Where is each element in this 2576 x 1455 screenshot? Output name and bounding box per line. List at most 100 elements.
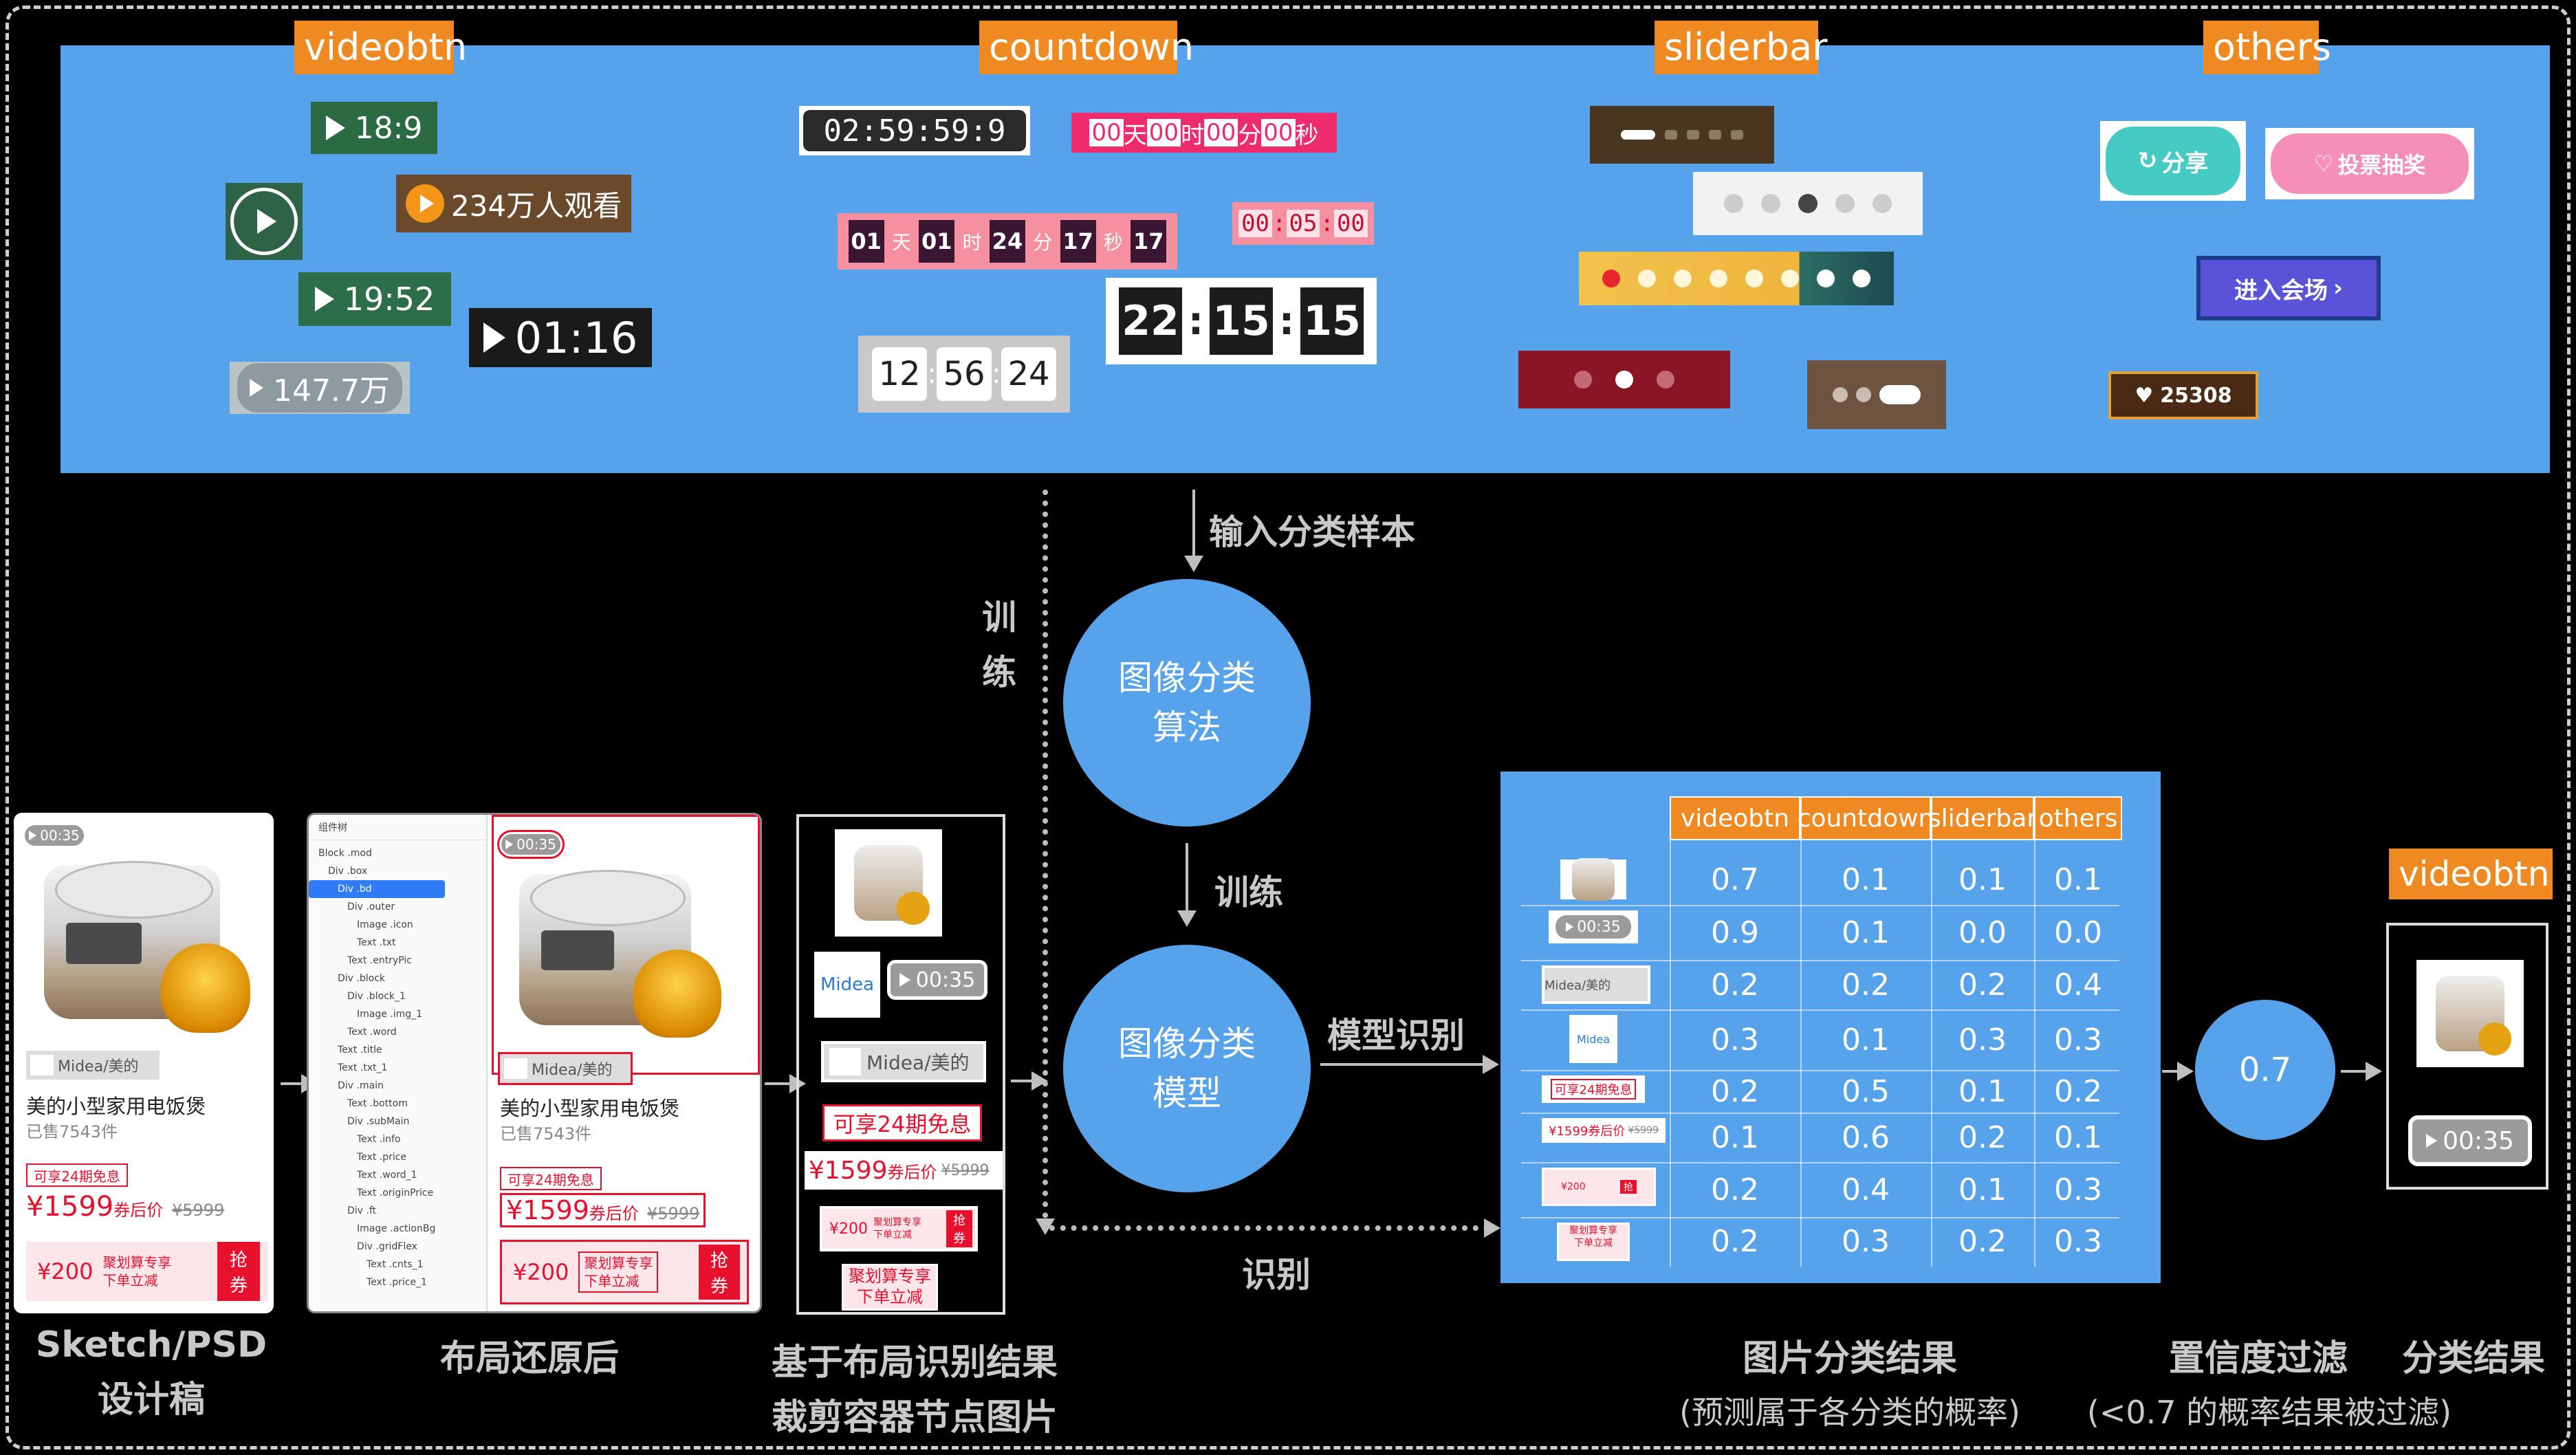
tree-node[interactable]: Image .img_1 [357,1009,423,1020]
result-row-thumbnail: 聚划算专享 下单立减 [1542,1223,1645,1261]
category-label-sliderbar: sliderbar [1655,21,1827,74]
table-cell: 0.1 [1958,1172,2007,1207]
category-label-countdown: countdown [979,21,1194,74]
input-samples-label: 输入分类样本 [1209,512,1415,552]
grab-coupon-button[interactable]: 抢 券 [217,1242,260,1301]
tree-node[interactable]: Text .txt [357,937,396,948]
heart-icon: ♥ [2135,383,2154,408]
tree-node[interactable]: Text .info [357,1134,401,1145]
table-cell: 0.1 [1958,1073,2007,1109]
table-cell: 0.1 [1958,862,2007,897]
final-cooker-thumb [2416,960,2524,1067]
tree-node[interactable]: Div .gridFlex [357,1241,417,1252]
table-cell: 0.2 [1958,967,2007,1003]
category-label-others: others [2203,21,2331,74]
video-badge: 00:35 [25,825,84,846]
enter-venue-button: 进入会场› [2201,260,2377,316]
crop-midea-logo: Midea [814,952,880,1018]
component-tree-header: 组件树 [309,815,486,840]
train-dotted-line [1043,490,1048,1218]
brand-tag: Midea/美的 [26,1051,160,1080]
countdown-sample: 12 : 56 : 24 [858,336,1070,413]
minutes: 00 [1204,119,1238,146]
tree-node[interactable]: Text .entryPic [347,955,412,966]
table-cell: 0.2 [1958,1223,2007,1259]
table-header-sliderbar: sliderbar [1928,796,2037,840]
tree-node[interactable]: Div .block [338,973,386,984]
others-sample: 进入会场› [2196,256,2381,320]
input-arrow-line [1192,490,1195,558]
table-cell: 0.4 [1842,1172,1890,1207]
tree-node[interactable]: Text .title [338,1044,382,1055]
tree-node[interactable]: Image .actionBg [357,1223,436,1234]
crop-coupon: ¥200 聚划算专享 下单立减 抢 券 [820,1206,978,1251]
videobtn-sample: 234万人观看 [396,175,631,232]
table-cell: 0.3 [2054,1223,2102,1259]
chevron-right-icon: › [2333,274,2343,302]
countdown-sample: 02:59:59:9 [799,106,1030,155]
table-cell: 0.1 [1842,862,1890,897]
tree-node[interactable]: Text .word [347,1027,397,1038]
table-cell: 0.7 [1711,862,1759,897]
design-card: 00:35 Midea/美的 美的小型家用电饭煲 已售7543件 可享24期免息… [14,813,274,1313]
arrow-head [1484,1218,1500,1238]
table-cell: 0.2 [1711,1073,1759,1109]
classification-algorithm-node: 图像分类 算法 [1063,579,1311,827]
table-cell: 0.9 [1711,915,1759,950]
filter-subcaption: (<0.7 的概率结果被过滤) [2086,1394,2452,1431]
play-icon [405,184,444,223]
model-to-results-arrow [1320,1063,1485,1066]
final-video-badge: 00:35 [2408,1115,2532,1166]
tree-node[interactable]: Text .bottom [347,1098,408,1109]
tree-node[interactable]: Text .originPrice [357,1188,434,1199]
coupon-banner: ¥200 聚划算专享 下单立减 抢 券 [500,1240,749,1304]
video-badge: 00:35 [497,830,565,859]
tree-node[interactable]: Div .main [338,1080,384,1091]
table-cell: 0.2 [2054,1073,2102,1109]
table-cell: 0.1 [2054,1119,2102,1155]
table-cell: 0.6 [1842,1119,1890,1155]
crop-cooker-thumb [835,829,942,937]
table-cell: 0.1 [1711,1119,1759,1155]
table-header-countdown: countdown [1798,796,1934,840]
view-count: 234万人观看 [450,188,622,223]
crop-installment-tag: 可享24期免息 [822,1104,982,1141]
share-icon: ↻ [2137,147,2158,175]
others-sample: ♥25308 [2108,371,2258,419]
result-row-thumbnail: 00:35 [1542,910,1645,954]
product-title: 美的小型家用电饭煲 [26,1095,206,1118]
grab-coupon-button[interactable]: 抢 券 [699,1245,740,1300]
tree-node[interactable]: Div .outer [347,901,395,912]
tree-node[interactable]: Text .txt_1 [338,1062,388,1073]
tree-node[interactable]: Text .word_1 [357,1170,417,1181]
crop-caption: 基于布局识别结果 裁剪容器节点图片 [771,1342,1058,1438]
countdown-timer: 02:59:59:9 [803,110,1026,151]
seconds: 17 [1060,220,1096,263]
tree-node[interactable]: Text .price [357,1152,407,1163]
tree-node[interactable]: Block .mod [318,848,372,859]
train-label: 训练 [1214,873,1283,912]
videobtn-sample [226,183,303,260]
tree-node[interactable]: Text .price_1 [367,1277,427,1288]
tree-node[interactable]: Text .cnts_1 [367,1259,424,1270]
tree-node[interactable]: Div .subMain [347,1116,410,1127]
tree-node[interactable]: Div .ft [347,1205,377,1216]
result-row-thumbnail: Midea/美的 [1542,965,1650,1004]
tree-node[interactable]: Image .icon [357,919,413,930]
table-cell: 0.3 [1711,1022,1759,1058]
final-caption: 分类结果 [2401,1338,2545,1379]
play-icon [314,287,334,311]
seconds: 24 [1001,347,1056,401]
table-cell: 0.0 [1958,915,2007,950]
tree-node[interactable]: Div .bd [309,880,445,898]
hours: 12 [872,347,927,401]
tree-node[interactable]: Div .box [328,866,368,877]
tree-node[interactable]: Div .block_1 [347,991,406,1002]
